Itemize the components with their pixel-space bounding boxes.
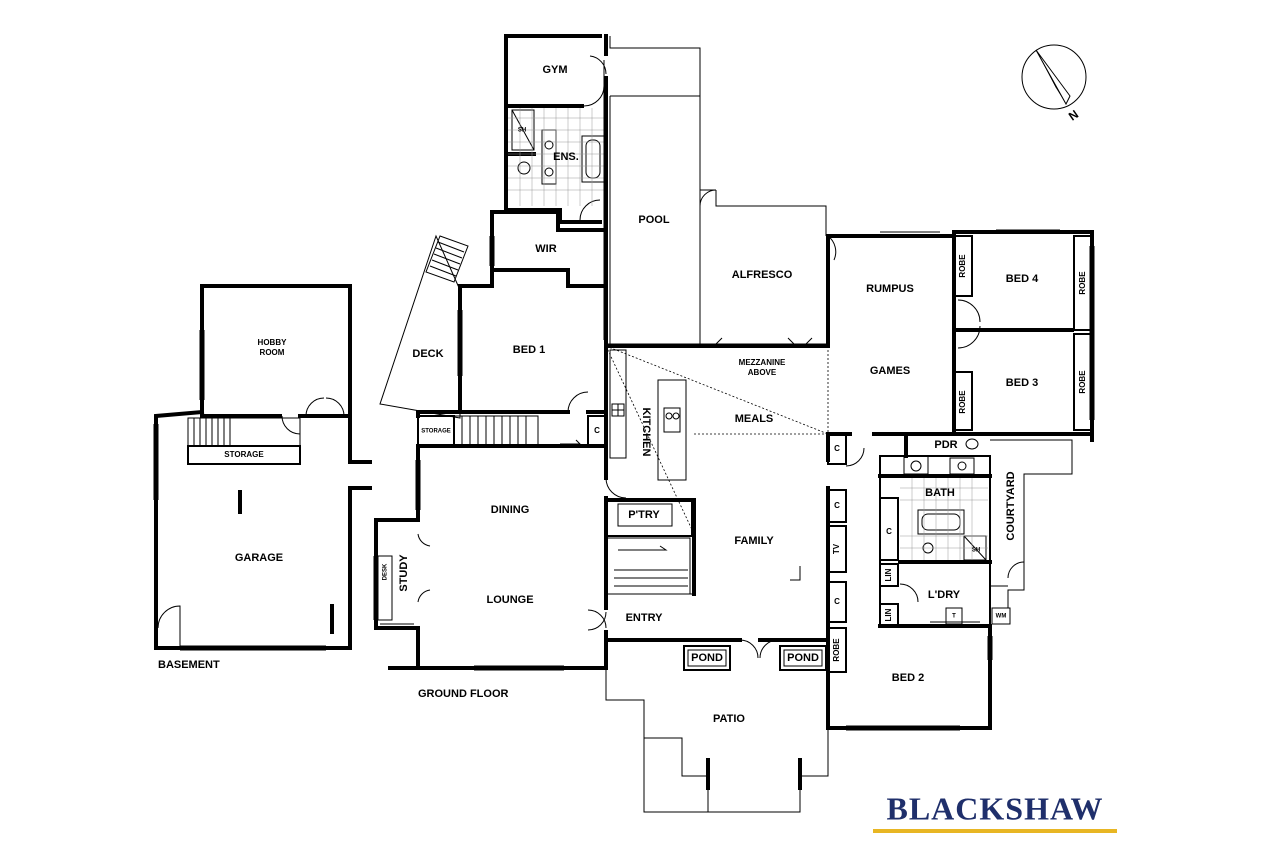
north-arrow-icon: N — [1021, 44, 1087, 124]
basement-plan — [153, 284, 372, 651]
room-labels: GYM ENS. SH WIR POOL ALFRESCO DECK BED 1… — [224, 64, 1087, 725]
deck-stairs — [425, 235, 469, 283]
tv-label: TV — [832, 543, 841, 554]
bed3-label: BED 3 — [1006, 377, 1038, 389]
robe-bed2-label: ROBE — [832, 638, 841, 662]
meals-label: MEALS — [735, 413, 774, 425]
kitchen-cupboard-label: C — [594, 426, 600, 435]
north-label: N — [1066, 107, 1081, 123]
linen-upper-label: LIN — [884, 568, 893, 581]
ground-floor-walls — [373, 34, 1095, 813]
bed1-label: BED 1 — [513, 344, 545, 356]
cupboard-family1-label: C — [834, 501, 840, 510]
ensuite-label: ENS. — [553, 151, 579, 163]
cupboard-upper-label: C — [834, 444, 840, 453]
robe-bed4-right-label: ROBE — [1078, 271, 1087, 295]
entry-label: ENTRY — [626, 612, 664, 624]
bath-label: BATH — [925, 487, 955, 499]
rumpus-label: RUMPUS — [866, 283, 914, 295]
robe-bed4-left-label: ROBE — [958, 254, 967, 278]
basement-floor-label: BASEMENT — [158, 659, 220, 671]
robe-bed3-right-label: ROBE — [1078, 370, 1087, 394]
pond-right-label: POND — [787, 652, 819, 664]
kitchen-label: KITCHEN — [640, 408, 652, 457]
basement-storage-label: STORAGE — [224, 450, 264, 459]
bed4-label: BED 4 — [1006, 273, 1039, 285]
brand-logo: BLACKSHAW — [873, 790, 1117, 833]
brand-name: BLACKSHAW — [886, 790, 1103, 826]
ensuite-shower-label: SH — [518, 128, 526, 134]
wir-label: WIR — [535, 243, 556, 255]
washing-machine-label: WM — [996, 614, 1007, 620]
laundry-label: L'DRY — [928, 589, 961, 601]
dining-label: DINING — [491, 504, 530, 516]
desk-label: DESK — [383, 563, 389, 580]
linen-lower-label: LIN — [884, 608, 893, 621]
gym-label: GYM — [542, 64, 567, 76]
ground-floor-label: GROUND FLOOR — [418, 688, 508, 700]
floor-labels: BASEMENT GROUND FLOOR — [158, 659, 508, 700]
brand-underline — [873, 829, 1117, 833]
hobby-room-label-line2: ROOM — [260, 348, 285, 357]
patio-label: PATIO — [713, 713, 745, 725]
tub-label: T — [952, 614, 956, 620]
ground-storage-label: STORAGE — [421, 429, 451, 435]
mezzanine-label-line1: MEZZANINE — [739, 358, 786, 367]
pdr-label: PDR — [934, 439, 957, 451]
robe-bed3-left-label: ROBE — [958, 390, 967, 414]
pond-left-label: POND — [691, 652, 723, 664]
ensuite-fixtures — [508, 108, 605, 206]
hobby-room-label-line1: HOBBY — [258, 338, 288, 347]
garage-label: GARAGE — [235, 552, 283, 564]
mezzanine-label-line2: ABOVE — [748, 368, 777, 377]
games-label: GAMES — [870, 365, 910, 377]
pantry-label: P'TRY — [628, 509, 660, 521]
alfresco-label: ALFRESCO — [732, 269, 793, 281]
bath-floor-tiles — [900, 478, 988, 560]
deck-label: DECK — [412, 348, 443, 360]
study-label: STUDY — [398, 554, 410, 592]
courtyard-label: COURTYARD — [1005, 471, 1017, 540]
cupboard-bath-label: C — [886, 527, 892, 536]
bath-shower-label: SH — [972, 548, 980, 554]
bed2-label: BED 2 — [892, 672, 924, 684]
family-label: FAMILY — [734, 535, 774, 547]
lounge-label: LOUNGE — [486, 594, 533, 606]
cupboard-family2-label: C — [834, 597, 840, 606]
pool-label: POOL — [638, 214, 669, 226]
